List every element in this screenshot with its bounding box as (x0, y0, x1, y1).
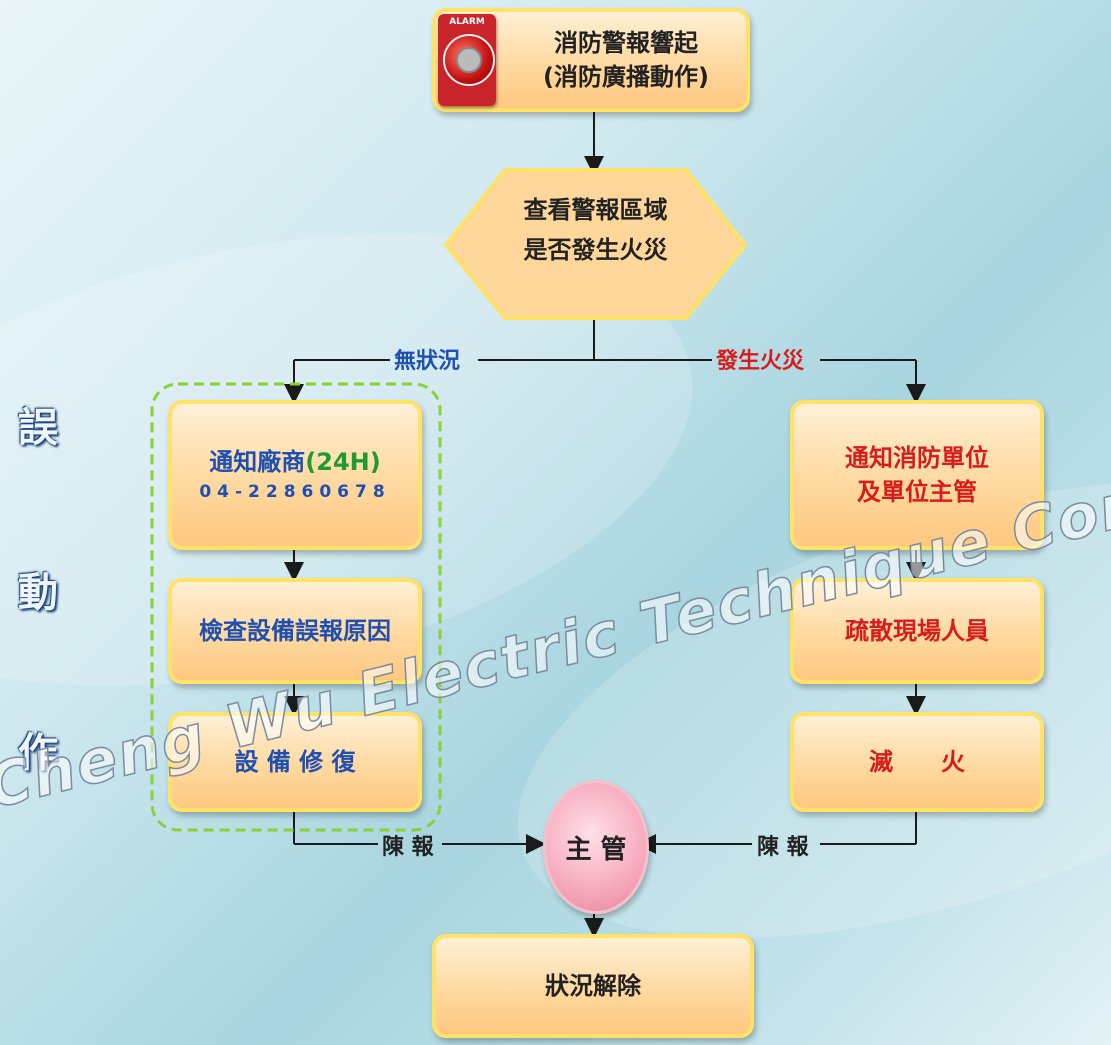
alarm-line2: (消防廣播動作) (543, 63, 709, 91)
notify-vendor-line1: 通知廠商(24H) (209, 445, 380, 479)
supervisor-node: 主 管 (543, 780, 649, 914)
repair-equipment-node: 設 備 修 復 (168, 712, 422, 812)
evacuate-node: 疏散現場人員 (790, 578, 1044, 684)
branch-fire-label: 發生火災 (716, 349, 805, 374)
inspect-cause-node: 檢查設備誤報原因 (168, 578, 422, 684)
notify-fire-line2: 及單位主管 (857, 478, 977, 506)
check-line1: 查看警報區域 (523, 196, 668, 224)
extinguish-node: 滅 火 (790, 712, 1044, 812)
report-right-label: 陳 報 (757, 835, 809, 860)
notify-fire-line1: 通知消防單位 (845, 444, 989, 472)
decision-shape (443, 168, 748, 320)
supervisor-label: 主 管 (565, 834, 627, 865)
check-line2: 是否發生火災 (523, 236, 668, 264)
notify-vendor-node: 通知廠商(24H) 04-22860678 (168, 400, 422, 550)
extinguish-label: 滅 火 (869, 748, 965, 776)
notify-vendor-24h: (24H) (305, 448, 381, 476)
branch-no-situation-label: 無狀況 (394, 349, 461, 374)
resolved-label: 狀況解除 (545, 972, 641, 1000)
no-situation-group-outline (150, 382, 442, 832)
side-title-char-1: 誤 (18, 405, 58, 451)
fire-alarm-button-icon: ALARM (438, 14, 496, 106)
evacuate-label: 疏散現場人員 (845, 617, 989, 645)
side-title-char-2: 動 (18, 570, 58, 616)
report-left-label: 陳 報 (382, 835, 434, 860)
inspect-label: 檢查設備誤報原因 (199, 617, 391, 645)
alarm-button-text: ALARM (449, 17, 485, 27)
notify-vendor-text: 通知廠商 (209, 448, 306, 476)
repair-label: 設 備 修 復 (234, 748, 356, 776)
situation-resolved-node: 狀況解除 (432, 934, 754, 1038)
check-area-decision: 查看警報區域 是否發生火災 (505, 190, 686, 270)
notify-fire-dept-node: 通知消防單位 及單位主管 (790, 400, 1044, 550)
alarm-line1: 消防警報響起 (554, 29, 698, 57)
vendor-phone-number: 04-22860678 (199, 482, 391, 502)
side-title-char-3: 作 (18, 730, 58, 776)
